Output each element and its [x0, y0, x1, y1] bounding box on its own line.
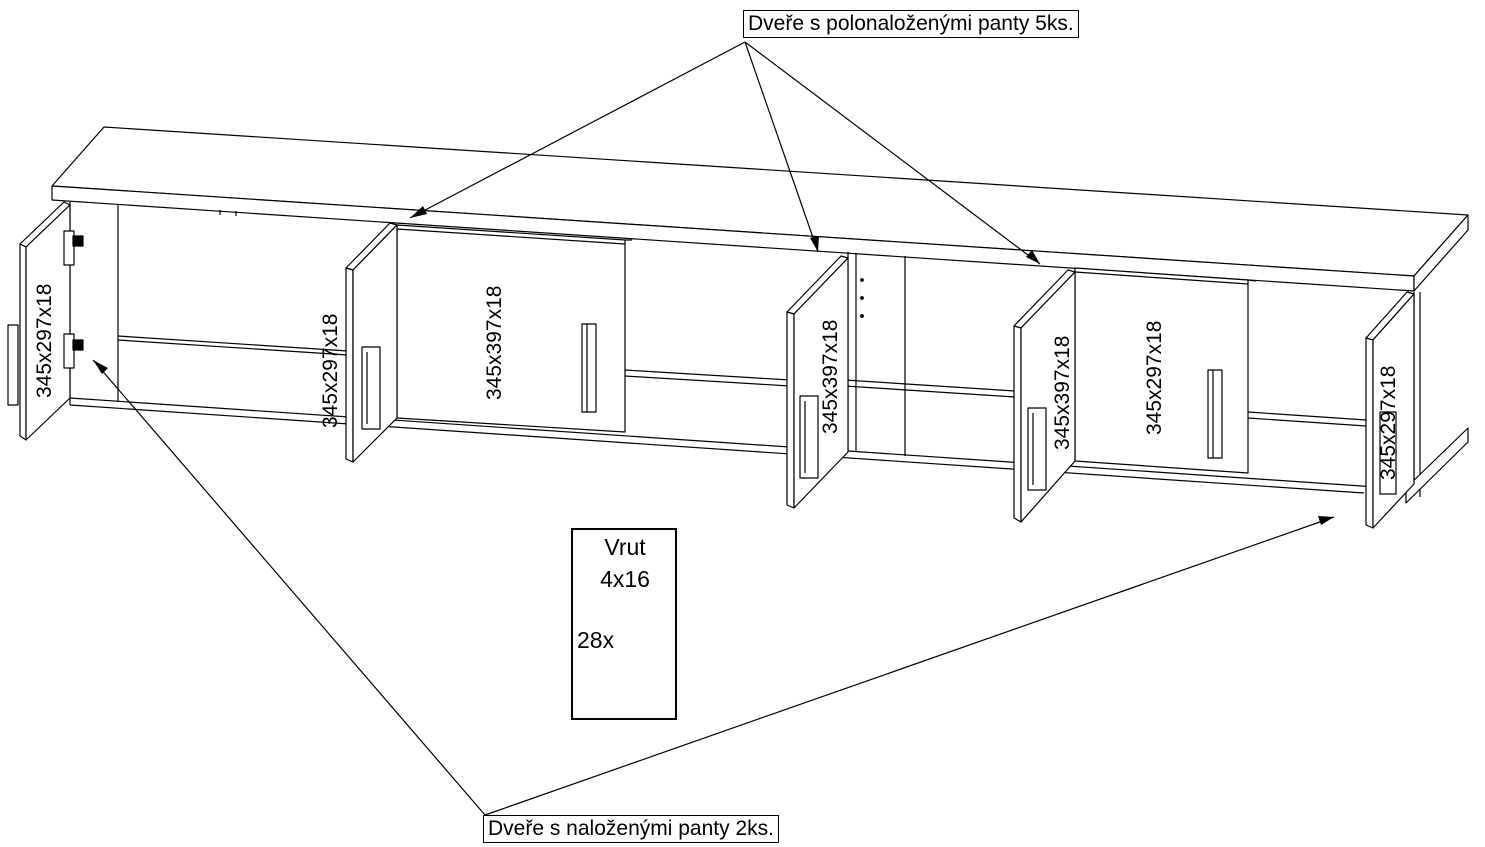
panel-dimension-label: 345x297x18	[33, 283, 56, 398]
panel-dimension-label: 345x397x18	[1051, 335, 1074, 450]
open-door-far-right	[1365, 291, 1415, 529]
carcass-body	[69, 202, 1469, 504]
panel-dimension-label: 345x397x18	[819, 319, 842, 434]
open-door-centre-right	[1013, 269, 1076, 523]
top-board	[51, 126, 1469, 292]
screw-name: Vrut	[604, 534, 646, 560]
panel-dimension-label: 345x397x18	[483, 285, 506, 400]
panel-dimension-label: 345x297x18	[1143, 320, 1166, 435]
panel-dimension-label: 345x297x18	[319, 313, 342, 428]
semi-overlay-hinge-doors-callout: Dveře s polonaloženými panty 5ks.	[743, 10, 1079, 38]
closed-door-2	[1074, 267, 1257, 474]
open-door-left	[345, 222, 398, 463]
hardware-box: Vrut 4x16 28x	[571, 528, 677, 720]
screw-quantity: 28x	[577, 627, 615, 653]
closed-door-1	[396, 224, 632, 433]
screw-size: 4x16	[600, 566, 650, 592]
open-door-far-left	[7, 201, 84, 441]
full-overlay-hinge-doors-callout: Dveře s naloženými panty 2ks.	[483, 815, 779, 843]
panel-dimension-label: 345x297x18	[1377, 365, 1400, 480]
callout-leader-lines	[92, 41, 1335, 816]
open-door-centre	[786, 255, 864, 509]
